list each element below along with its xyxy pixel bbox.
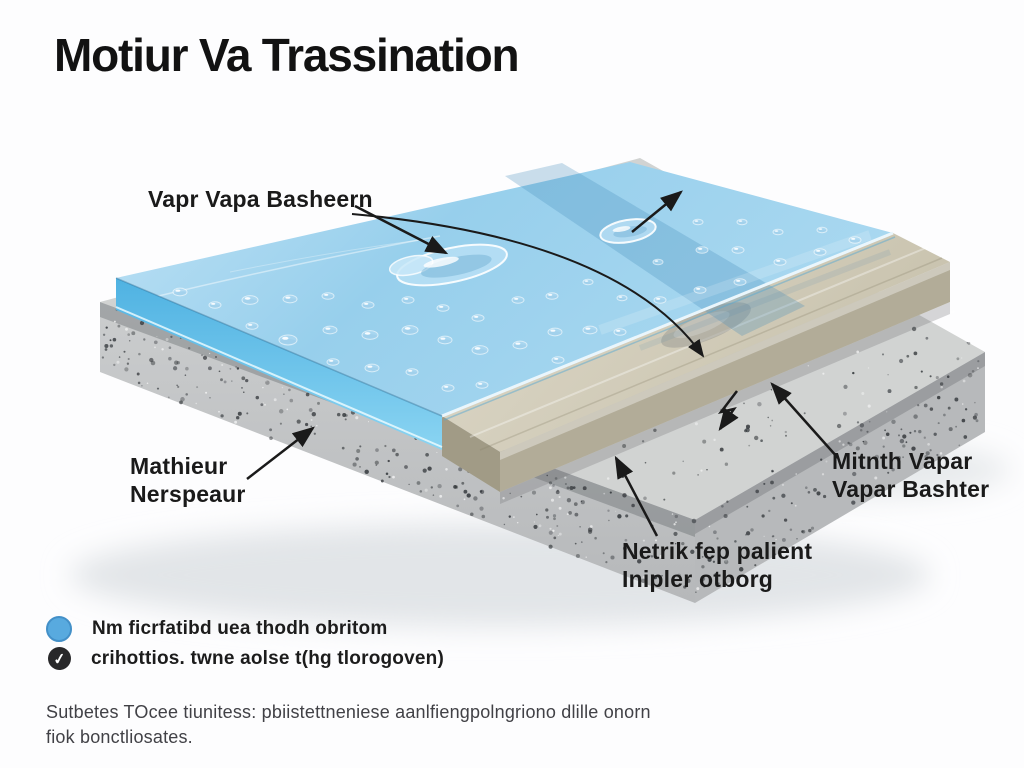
arrow-evaporation-up [631,190,683,233]
arrow-from-bottom-label [614,455,659,537]
annotation-arrows [246,190,839,537]
slab-bottom-label: Netrik fep palient Inipler otborg [622,538,813,592]
water-puddle-large [388,243,508,287]
vapor-barrier-label: Vapr Vapa Basheern [148,186,373,212]
blue-dot-icon [46,615,72,642]
substrate-label: Mathieur Nerspeaur [130,453,246,507]
legend: Nm ficrfatibd uea thodh obritom ✓ crihot… [46,615,444,672]
legend-item-barrier: Nm ficrfatibd uea thodh obritom [46,615,444,642]
arrow-curve-to-underlayment [351,213,705,358]
legend-item-check: ✓ crihottios. twne aolse t(hg tlorogoven… [46,645,444,672]
page-title: Motiur Va Trassination [54,29,520,81]
right-vapor-label: Mitnth Vapar Vapar Bashter [832,448,990,502]
zigzag-mark [717,390,739,432]
arrow-from-right-label [770,382,839,459]
check-circle-icon: ✓ [46,645,73,672]
water-droplets [172,218,862,392]
arrow-to-puddle [354,204,449,255]
caption: Sutbetes TOcee tiunitess: pbiistettnenie… [46,702,651,747]
vapor-barrier-layer [115,162,896,450]
arrow-from-left-label [246,426,315,480]
